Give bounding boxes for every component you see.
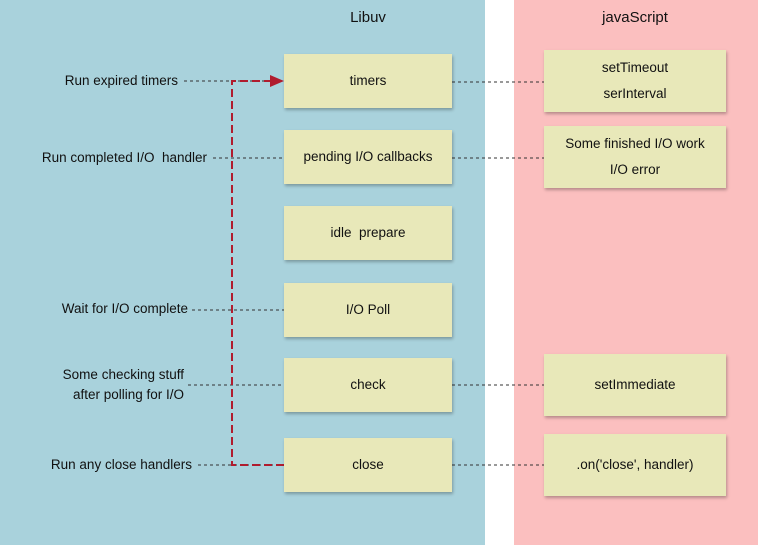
js-api-label: I/O error: [609, 162, 661, 177]
js-box-check: setImmediate: [544, 354, 726, 416]
js-api-label: .on('close', handler): [576, 457, 694, 472]
libuv-column-title: Libuv: [350, 9, 386, 26]
phase-box-check: check: [284, 358, 452, 412]
js-box-pending: Some finished I/O work I/O error: [544, 126, 726, 188]
phase-box-pending-io-callbacks: pending I/O callbacks: [284, 130, 452, 184]
phase-label: timers: [349, 73, 387, 88]
label-run-any-close-handlers: Run any close handlers: [50, 457, 192, 472]
label-run-expired-timers: Run expired timers: [64, 73, 178, 88]
js-api-label: setTimeout: [601, 60, 669, 75]
label-wait-for-io-complete: Wait for I/O complete: [61, 301, 188, 316]
label-run-completed-io-handler: Run completed I/O handler: [41, 150, 207, 165]
phase-label: idle prepare: [330, 225, 406, 240]
js-box-close: .on('close', handler): [544, 434, 726, 496]
js-api-label: setImmediate: [594, 377, 676, 392]
phase-box-timers: timers: [284, 54, 452, 108]
phase-label: pending I/O callbacks: [303, 149, 433, 164]
js-api-label: serInterval: [603, 86, 667, 101]
js-api-label: Some finished I/O work: [565, 136, 705, 151]
phase-label: I/O Poll: [345, 302, 391, 317]
label-line: Some checking stuff: [62, 367, 184, 382]
label-some-checking-stuff: Some checking stuff after polling for I/…: [63, 365, 184, 405]
phase-box-io-poll: I/O Poll: [284, 283, 452, 337]
phase-box-idle-prepare: idle prepare: [284, 206, 452, 260]
phase-box-close: close: [284, 438, 452, 492]
event-loop-arrow: [231, 80, 284, 466]
phase-label: close: [352, 457, 384, 472]
event-loop-path: [231, 80, 284, 466]
loop-arrowhead: [270, 75, 284, 87]
label-line: after polling for I/O: [72, 387, 184, 402]
javascript-column-title: javaScript: [602, 9, 668, 26]
js-box-timers: setTimeout serInterval: [544, 50, 726, 112]
phase-label: check: [350, 377, 386, 392]
